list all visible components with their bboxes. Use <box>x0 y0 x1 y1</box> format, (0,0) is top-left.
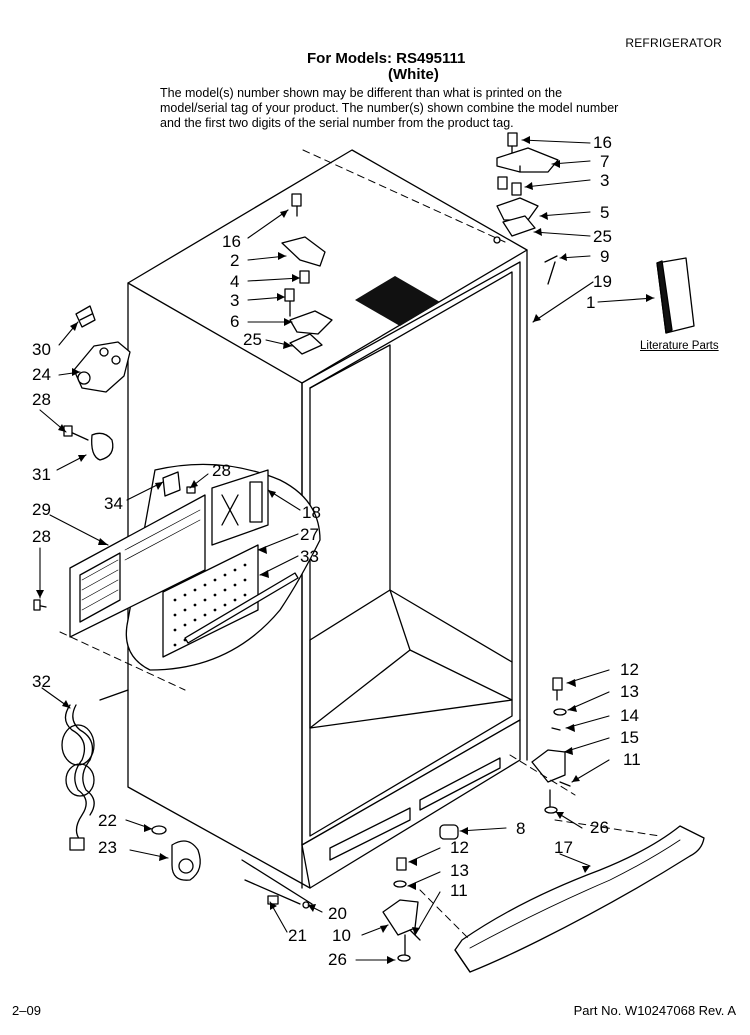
callout-label: 2 <box>230 251 240 270</box>
callout-label: 22 <box>98 811 117 830</box>
callout-label: 24 <box>32 365 51 384</box>
top-left-hinge-icon <box>281 193 333 355</box>
callout-label: 23 <box>98 838 117 857</box>
cabinet-body-icon <box>127 149 528 889</box>
callout-label: 12 <box>450 838 469 857</box>
callout-label: 19 <box>593 272 612 291</box>
callout-label: 31 <box>32 465 51 484</box>
water-valve-icon <box>63 305 131 461</box>
callout-label: 28 <box>32 390 51 409</box>
callout-label: 28 <box>32 527 51 546</box>
leveling-leg-icon <box>382 677 571 962</box>
callout-label: 34 <box>104 494 123 513</box>
callout-label: 9 <box>600 247 610 266</box>
model-note: The model(s) number shown may be differe… <box>160 86 619 130</box>
callout-label: 17 <box>554 838 573 857</box>
callout-label: 3 <box>600 171 610 190</box>
callout-label: 12 <box>620 660 639 679</box>
callout-label: 14 <box>620 706 639 725</box>
screw-icon <box>33 599 47 611</box>
literature-icon <box>656 257 695 334</box>
callout-label: 1 <box>586 293 596 312</box>
callout-label: 11 <box>623 750 641 769</box>
callout-label: 6 <box>230 312 240 331</box>
callout-label: 32 <box>32 672 51 691</box>
page-title: For Models: RS495111 <box>307 50 466 67</box>
roller-icon <box>151 824 459 909</box>
page-subtitle: (White) <box>388 66 439 83</box>
callout-label: 18 <box>302 503 321 522</box>
callout-label: 33 <box>300 547 319 566</box>
callout-label: 27 <box>300 525 319 544</box>
callout-label: 16 <box>593 133 612 152</box>
callout-label: 30 <box>32 340 51 359</box>
callout-label: 7 <box>600 152 610 171</box>
callout-label: 4 <box>230 272 240 291</box>
callout-label: 21 <box>288 926 307 945</box>
callout-label: 13 <box>620 682 639 701</box>
callout-label: 20 <box>328 904 347 923</box>
base-grille-icon <box>454 825 705 973</box>
callout-label: 15 <box>620 728 639 747</box>
callout-label: 26 <box>328 950 347 969</box>
callout-label: 8 <box>516 819 526 838</box>
top-right-hinge-icon <box>493 132 559 285</box>
callout-label: 3 <box>230 291 240 310</box>
callout-label: 28 <box>212 461 231 480</box>
page-date: 2–09 <box>12 1003 41 1018</box>
part-number: Part No. W10247068 Rev. A <box>573 1003 736 1018</box>
literature-parts-label: Literature Parts <box>640 340 719 352</box>
callout-label: 25 <box>593 227 612 246</box>
callout-label: 26 <box>590 818 609 837</box>
callout-label: 10 <box>332 926 351 945</box>
callout-label: 16 <box>222 232 241 251</box>
category-label: REFRIGERATOR <box>625 36 722 50</box>
callout-label: 25 <box>243 330 262 349</box>
callout-label: 11 <box>450 881 468 900</box>
power-cord-icon <box>61 689 129 851</box>
callout-label: 29 <box>32 500 51 519</box>
callout-label: 5 <box>600 203 610 222</box>
callout-label: 13 <box>450 861 469 880</box>
grille-icon <box>69 463 321 671</box>
